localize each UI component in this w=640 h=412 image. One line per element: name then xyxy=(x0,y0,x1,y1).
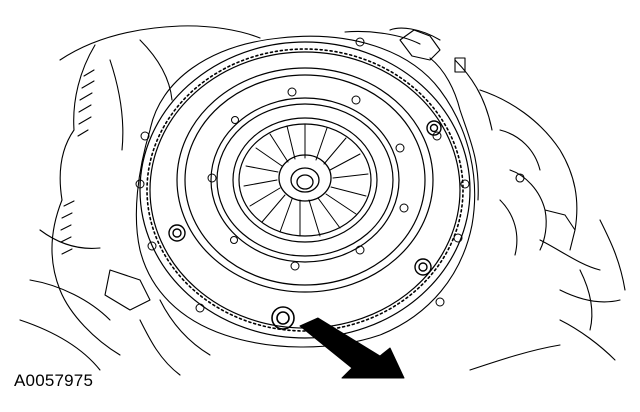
mounting-bolts xyxy=(168,120,442,276)
engine-bay-background xyxy=(19,25,626,376)
highlighted-bolt xyxy=(271,306,295,330)
clutch-hub xyxy=(278,154,332,202)
pressure-plate-rivets xyxy=(135,37,470,313)
diaphragm-spring-fingers xyxy=(243,123,369,237)
engine-block-outline xyxy=(135,35,476,348)
pressure-plate xyxy=(176,67,434,293)
arrow-icon xyxy=(299,317,405,379)
figure-id-label: A0057975 xyxy=(14,371,94,390)
flywheel-ring-gear xyxy=(139,41,471,339)
